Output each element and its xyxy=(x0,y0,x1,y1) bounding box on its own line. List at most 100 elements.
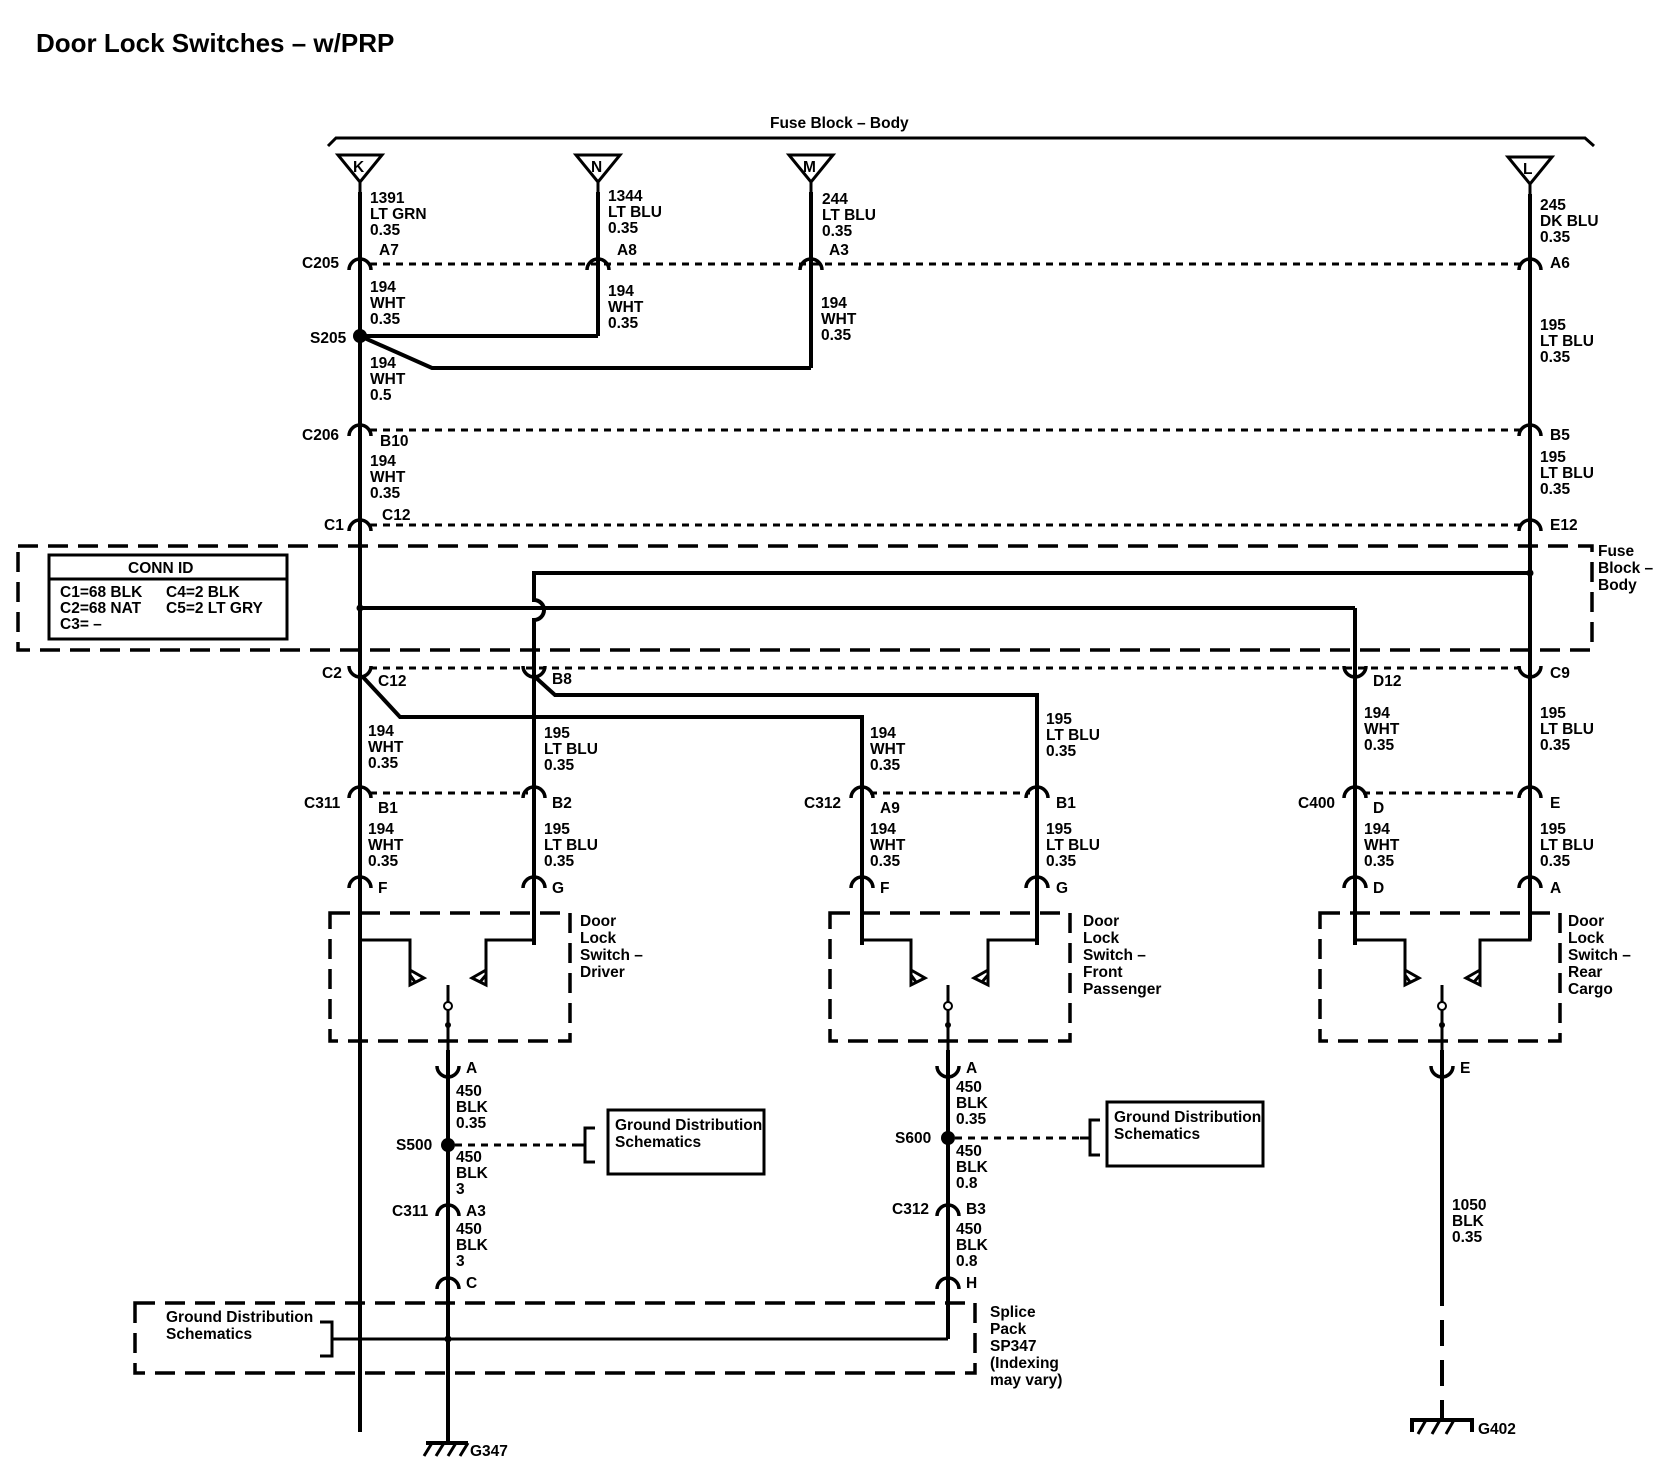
wire-size: 0.35 xyxy=(370,311,401,328)
ground-distribution-label: Schematics xyxy=(166,1326,252,1343)
wire-circuit: 450 xyxy=(456,1083,482,1100)
wire-size: 0.35 xyxy=(1046,743,1077,760)
wire-size: 0.35 xyxy=(370,222,401,239)
wire-color: LT BLU xyxy=(1540,465,1594,482)
wire-label-194-k: 194 WHT 0.35 xyxy=(1364,821,1400,870)
pin-label: A3 xyxy=(829,242,849,259)
wire-color: LT GRN xyxy=(370,206,427,223)
conn-id-entry: C1=68 BLK xyxy=(60,584,143,601)
wire-circuit: 194 xyxy=(821,295,847,312)
wire-circuit: 194 xyxy=(370,279,396,296)
switch-label: Switch – xyxy=(1083,947,1146,964)
pin-label: B2 xyxy=(552,795,572,812)
wire-label-195-b: 195 LT BLU 0.35 xyxy=(1540,449,1594,498)
splice-pack-label: (Indexing xyxy=(990,1355,1059,1372)
connector-labels: C205 C206 C1 C2 C311 C312 C400 C311 C312 xyxy=(302,255,1335,1220)
connector-label: C2 xyxy=(322,665,342,682)
wire-label-1050: 1050 BLK 0.35 xyxy=(1452,1197,1486,1246)
wire-size: 0.35 xyxy=(822,223,853,240)
wire-size: 0.35 xyxy=(956,1111,987,1128)
ground-label: G347 xyxy=(470,1443,508,1460)
pin-label: G xyxy=(552,880,564,897)
wire-label-450-c: 450 BLK 3 xyxy=(456,1221,489,1270)
wire-color: WHT xyxy=(370,469,406,486)
switch-label: Lock xyxy=(580,930,617,947)
fuse-m: M xyxy=(785,153,837,192)
wire-color: WHT xyxy=(368,837,404,854)
wire-label-194-j: 194 WHT 0.35 xyxy=(870,821,906,870)
wire-label-195-h: 195 LT BLU 0.35 xyxy=(1540,821,1594,870)
connector-arcs xyxy=(347,257,1543,1290)
pin-label: E xyxy=(1550,795,1560,812)
switch-label: Door xyxy=(580,913,616,930)
wire-color: WHT xyxy=(608,299,644,316)
wire-circuit: 195 xyxy=(1046,711,1072,728)
wire-label-450-b: 450 BLK 3 xyxy=(456,1149,489,1198)
wire-size: 0.35 xyxy=(1540,349,1571,366)
wire-size: 0.35 xyxy=(368,853,399,870)
connector-label: C205 xyxy=(302,255,339,272)
wire-label-195-f: 195 LT BLU 0.35 xyxy=(544,821,598,870)
wire-circuit: 194 xyxy=(608,283,634,300)
wire-size: 0.5 xyxy=(370,387,392,404)
fuse-label: L xyxy=(1523,161,1532,178)
wire-label-194-e: 194 WHT 0.35 xyxy=(370,453,406,502)
wire-label-195-d: 195 LT BLU 0.35 xyxy=(1046,711,1100,760)
switch-label: Front xyxy=(1083,964,1123,981)
wire-color: LT BLU xyxy=(544,837,598,854)
wire-color: BLK xyxy=(956,1159,989,1176)
switch-front-passenger: Door Lock Switch – Front Passenger xyxy=(828,898,1161,1050)
wire-size: 0.35 xyxy=(544,757,575,774)
wire-circuit: 245 xyxy=(1540,197,1566,214)
pin-label: B3 xyxy=(966,1201,986,1218)
ground-distribution-label: Ground Distribution xyxy=(1114,1109,1261,1126)
pin-label: A8 xyxy=(617,242,637,259)
switch-label: Switch – xyxy=(580,947,643,964)
wire-color: LT BLU xyxy=(1540,837,1594,854)
ground-distribution-label: Ground Distribution xyxy=(166,1309,313,1326)
splice-label: S600 xyxy=(895,1130,931,1147)
ground-distribution-s500: Ground Distribution Schematics xyxy=(455,1108,766,1176)
wire-label-195-g: 195 LT BLU 0.35 xyxy=(1046,821,1100,870)
wire-color: WHT xyxy=(870,837,906,854)
wire-circuit: 195 xyxy=(1540,449,1566,466)
fuse-block-region: Fuse Block – Body xyxy=(16,543,1654,652)
diagram-title: Door Lock Switches – w/PRP xyxy=(36,28,394,58)
wire-color: WHT xyxy=(368,739,404,756)
pin-label: C12 xyxy=(382,507,410,524)
connector-label: C400 xyxy=(1298,795,1335,812)
fuse-block-bracket: Fuse Block – Body xyxy=(326,115,1595,148)
fuse-label: M xyxy=(803,159,816,176)
wire-circuit: 195 xyxy=(1046,821,1072,838)
wire-color: BLK xyxy=(456,1165,489,1182)
pin-label: F xyxy=(880,880,889,897)
switch-rear-cargo: Door Lock Switch – Rear Cargo xyxy=(1318,898,1631,1050)
wire-circuit: 194 xyxy=(368,723,394,740)
wire-circuit: 450 xyxy=(956,1221,982,1238)
wire-size: 0.35 xyxy=(1540,229,1571,246)
pin-label: D12 xyxy=(1373,673,1401,690)
pin-label: A7 xyxy=(379,242,399,259)
fuse-label: N xyxy=(591,159,602,176)
pin-labels: A7 A8 A3 A6 B10 B5 C12 E12 C12 B8 D12 C9… xyxy=(378,242,1578,1292)
pin-label: B1 xyxy=(378,800,398,817)
wire-circuit: 1391 xyxy=(370,190,405,207)
wire-label-450-a: 450 BLK 0.35 xyxy=(456,1083,489,1132)
wire-color: BLK xyxy=(956,1095,989,1112)
conn-id-entry: C5=2 LT GRY xyxy=(166,600,264,617)
fuse-block-side-label: Body xyxy=(1598,577,1637,594)
pin-label: A6 xyxy=(1550,255,1570,272)
connector-label: C312 xyxy=(892,1201,929,1218)
wire-circuit: 450 xyxy=(956,1079,982,1096)
pin-label: B5 xyxy=(1550,427,1570,444)
wire-size: 0.35 xyxy=(870,757,901,774)
pin-label: D xyxy=(1373,800,1384,817)
wire-label-195-a: 195 LT BLU 0.35 xyxy=(1540,317,1594,366)
wire-circuit: 194 xyxy=(370,355,396,372)
wire-circuit: 1344 xyxy=(608,188,643,205)
ground-g402: G402 xyxy=(1410,1418,1516,1438)
ground-g347: G347 xyxy=(422,1441,508,1460)
wire-circuit: 194 xyxy=(1364,821,1390,838)
conn-id-title: CONN ID xyxy=(128,560,193,577)
